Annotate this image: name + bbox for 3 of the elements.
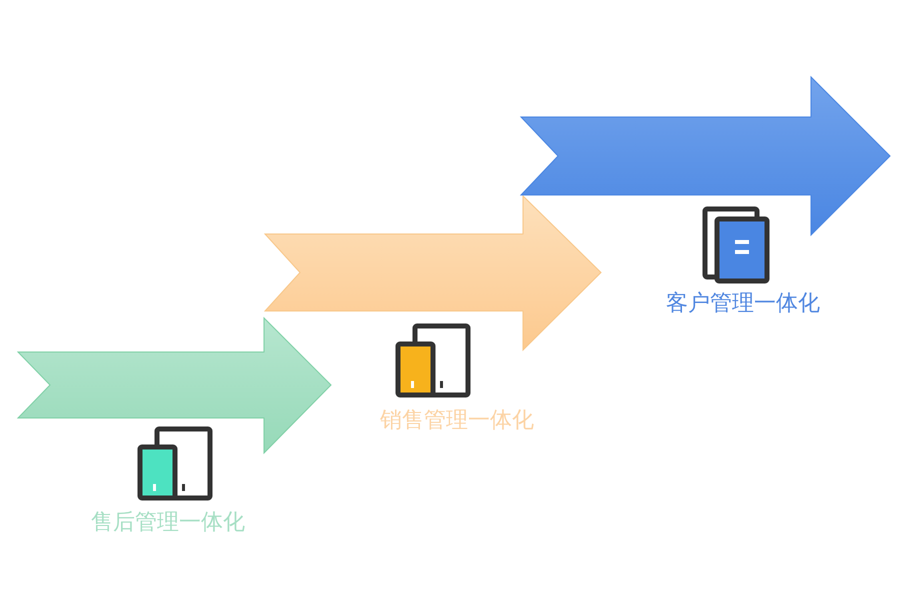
stage-label: 售后管理一体化 xyxy=(91,510,245,536)
stage-label: 销售管理一体化 xyxy=(380,408,534,434)
stage-label: 客户管理一体化 xyxy=(666,291,820,318)
